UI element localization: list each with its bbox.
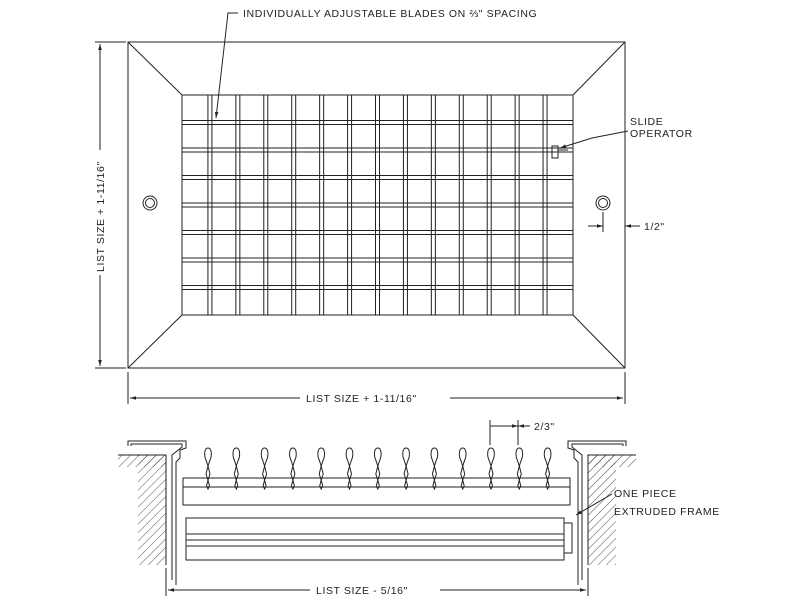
frame-note-2: EXTRUDED FRAME [614, 506, 720, 518]
blade [487, 447, 495, 468]
blade [345, 447, 354, 468]
blade [289, 447, 297, 468]
section-view [118, 440, 636, 585]
slide-operator [551, 145, 559, 159]
blade [232, 447, 241, 468]
spacing-dimension: 2/3" [534, 421, 555, 433]
mounting-hole-right [595, 195, 611, 211]
width-dimension: LIST SIZE + 1-11/16" [306, 393, 417, 405]
slide-operator-label-1: SLIDE [630, 116, 663, 128]
section-blades [204, 447, 552, 491]
blade [458, 447, 467, 468]
slide-operator-label-2: OPERATOR [630, 128, 693, 140]
inner-opening [181, 94, 574, 316]
blade-grid [182, 95, 573, 315]
frame-note-1: ONE PIECE [614, 488, 677, 500]
outer-frame [127, 41, 626, 369]
blade [317, 447, 326, 468]
frame-left [127, 440, 187, 585]
front-view [127, 41, 626, 369]
blade [430, 447, 439, 468]
blade [260, 447, 269, 468]
frame-right [567, 440, 627, 585]
offset-dimension: 1/2" [644, 221, 665, 233]
blade [402, 447, 410, 468]
height-dimension: LIST SIZE + 1-11/16" [95, 161, 107, 272]
blade [515, 447, 524, 468]
blade-note: INDIVIDUALLY ADJUSTABLE BLADES ON ⅔" SPA… [243, 8, 537, 20]
section-width-dimension: LIST SIZE - 5/16" [316, 585, 408, 597]
blade [204, 447, 212, 468]
blade [373, 447, 382, 468]
mounting-hole-left [142, 195, 158, 211]
blade [543, 447, 552, 468]
